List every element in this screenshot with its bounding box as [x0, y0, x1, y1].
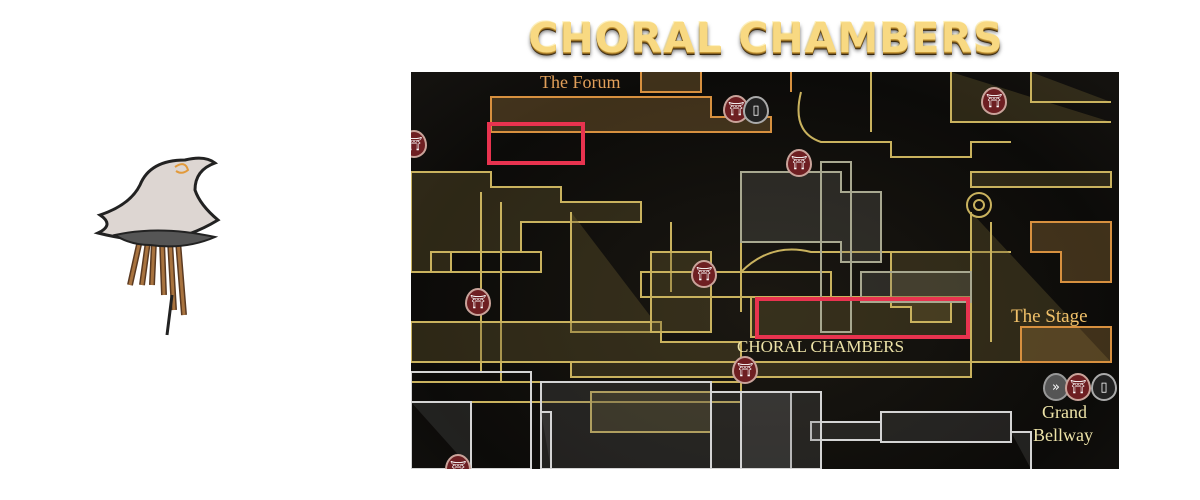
area-map[interactable]: The Forum The Stage CHORAL CHAMBERS Gran…: [411, 72, 1119, 469]
character-icon: [90, 145, 230, 355]
bench-icon[interactable]: ⛩: [732, 356, 758, 384]
label-grand: Grand: [1042, 402, 1087, 422]
highlight-box-choral-chambers: [755, 297, 970, 339]
label-the-forum: The Forum: [540, 72, 621, 92]
label-the-stage: The Stage: [1011, 306, 1088, 327]
vendor-icon[interactable]: ▯: [743, 96, 769, 124]
bench-icon[interactable]: ⛩: [465, 288, 491, 316]
bench-icon[interactable]: ⛩: [1065, 373, 1091, 401]
bench-icon[interactable]: ⛩: [981, 87, 1007, 115]
map-title: CHORAL CHAMBERS: [528, 14, 1004, 62]
label-choral-chambers: CHORAL CHAMBERS: [737, 337, 905, 356]
bench-icon[interactable]: ⛩: [411, 130, 427, 158]
label-bellway: Bellway: [1033, 425, 1093, 445]
map-rooms: [411, 72, 1112, 469]
bench-icon[interactable]: ⛩: [691, 260, 717, 288]
vendor-icon[interactable]: ▯: [1091, 373, 1117, 401]
bench-icon[interactable]: ⛩: [786, 149, 812, 177]
highlight-box-forum: [487, 122, 585, 165]
